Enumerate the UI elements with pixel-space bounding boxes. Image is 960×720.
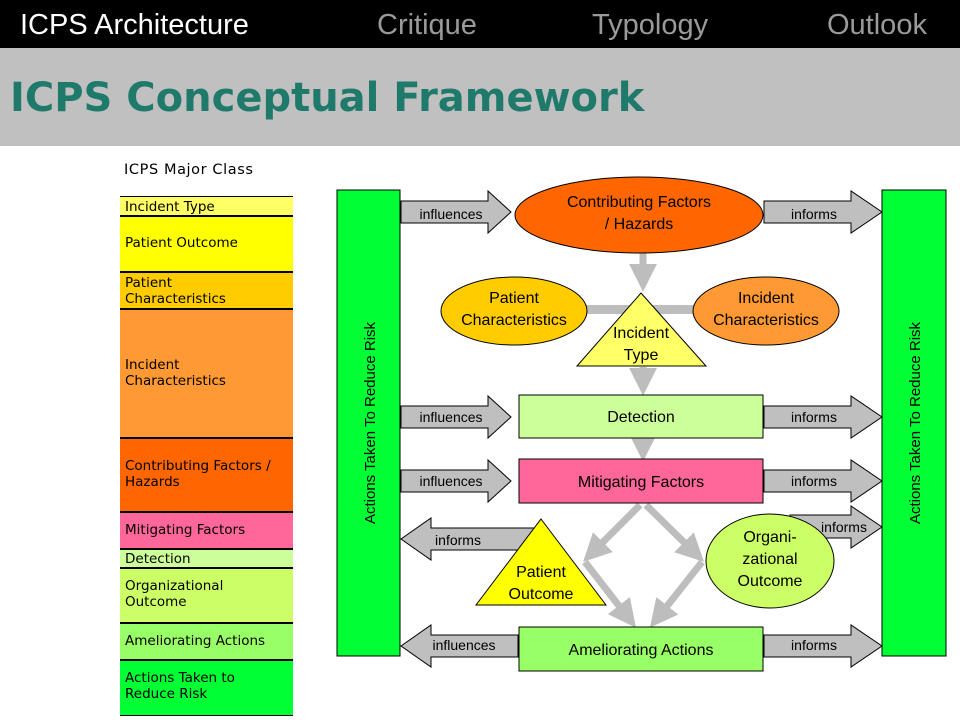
incident-type-line: Type: [624, 347, 659, 364]
characteristics-connector: [520, 305, 700, 314]
contributing-factors-node: [514, 176, 764, 254]
patient-outcome-line: Patient: [516, 564, 566, 581]
legend-heading: ICPS Major Class: [124, 162, 254, 178]
organizational-outcome-line: zational: [742, 551, 797, 568]
organizational-outcome-node: [705, 513, 835, 609]
legend-label: Patient Outcome: [125, 235, 238, 251]
flow-arrow: [649, 559, 705, 628]
informs-arrow: [763, 459, 883, 503]
incident-characteristics-node: [692, 276, 840, 346]
left-actions-bar: [336, 189, 401, 657]
patient-characteristics-line: Characteristics: [461, 312, 567, 329]
legend-row-incident-type: Incident Type: [120, 196, 293, 216]
informs-arrow: [763, 190, 883, 234]
nav-item-architecture[interactable]: ICPS Architecture: [20, 9, 249, 41]
informs-label: informs: [791, 473, 837, 489]
legend-row-detection: Detection: [120, 549, 293, 568]
influences-arrow: [400, 394, 512, 440]
detection-node: [518, 394, 764, 439]
legend-row-actions-taken: Actions Taken to Reduce Risk: [120, 660, 293, 716]
organizational-outcome-line: Outcome: [738, 573, 803, 590]
ameliorating-actions-label: Ameliorating Actions: [569, 642, 714, 659]
incident-characteristics-line: Incident: [738, 290, 795, 307]
flow-arrow: [582, 559, 637, 628]
organizational-outcome-line: Organi-: [743, 529, 796, 546]
mitigating-factors-node: [518, 458, 764, 504]
legend-row-mitigating-factors: Mitigating Factors: [120, 512, 293, 549]
legend-label: Organizational Outcome: [125, 578, 224, 610]
legend-label: Incident Characteristics: [125, 357, 226, 389]
contributing-factors-line: / Hazards: [605, 216, 673, 233]
ameliorating-actions-node: [518, 626, 764, 672]
influences-arrow: [400, 189, 512, 235]
informs-arrow: [763, 624, 883, 668]
legend-row-organizational-outcome: Organizational Outcome: [120, 568, 293, 623]
informs-label: informs: [791, 637, 837, 653]
mitigating-factors-label: Mitigating Factors: [578, 474, 704, 491]
influences-label: influences: [419, 409, 482, 425]
legend-row-patient-characteristics: Patient Characteristics: [120, 272, 293, 309]
patient-characteristics-node: [440, 276, 588, 346]
contributing-factors-line: Contributing Factors: [567, 194, 711, 211]
informs-label: informs: [821, 519, 867, 535]
patient-characteristics-line: Patient: [489, 290, 539, 307]
informs-label: informs: [791, 409, 837, 425]
influences-arrow: [400, 624, 519, 668]
title-bar: ICPS Conceptual Framework: [0, 48, 960, 146]
legend-row-patient-outcome: Patient Outcome: [120, 216, 293, 272]
legend-label: Detection: [125, 551, 191, 567]
influences-label: influences: [432, 637, 495, 653]
legend-label: Ameliorating Actions: [125, 633, 266, 649]
legend-label: Incident Type: [125, 199, 215, 215]
patient-outcome-line: Outcome: [509, 586, 574, 603]
legend-row-contributing-factors: Contributing Factors / Hazards: [120, 438, 293, 512]
legend-label: Actions Taken to Reduce Risk: [125, 670, 235, 702]
legend-label: Patient Characteristics: [125, 275, 226, 307]
right-actions-bar-label: Actions Taken To Reduce Risk: [907, 321, 924, 524]
incident-characteristics-line: Characteristics: [713, 312, 819, 329]
informs-label: informs: [435, 532, 481, 548]
influences-label: influences: [419, 473, 482, 489]
influences-arrow: [400, 458, 512, 504]
incident-type-line: Incident: [613, 325, 670, 342]
patient-outcome-node: [474, 518, 608, 606]
incident-type-node: [575, 292, 708, 367]
right-actions-bar: [881, 189, 947, 657]
informs-arrow: [763, 395, 883, 439]
nav-item-outlook[interactable]: Outlook: [827, 9, 927, 41]
influences-label: influences: [419, 206, 482, 222]
page-title: ICPS Conceptual Framework: [10, 75, 645, 121]
nav-item-typology[interactable]: Typology: [592, 9, 709, 41]
flow-arrow: [643, 502, 704, 562]
detection-label: Detection: [607, 409, 675, 426]
legend-row-incident-characteristics: Incident Characteristics: [120, 309, 293, 438]
nav-item-critique[interactable]: Critique: [377, 9, 477, 41]
left-actions-bar-label: Actions Taken To Reduce Risk: [362, 321, 379, 524]
legend-row-ameliorating-actions: Ameliorating Actions: [120, 623, 293, 660]
legend-label: Mitigating Factors: [125, 522, 246, 538]
contributing-factors-label: Contributing Factors / Hazards: [567, 194, 711, 233]
informs-label: informs: [791, 206, 837, 222]
legend-label: Contributing Factors / Hazards: [125, 458, 271, 490]
flow-arrow: [583, 502, 643, 562]
top-nav: ICPS Architecture Critique Typology Outl…: [0, 0, 960, 48]
